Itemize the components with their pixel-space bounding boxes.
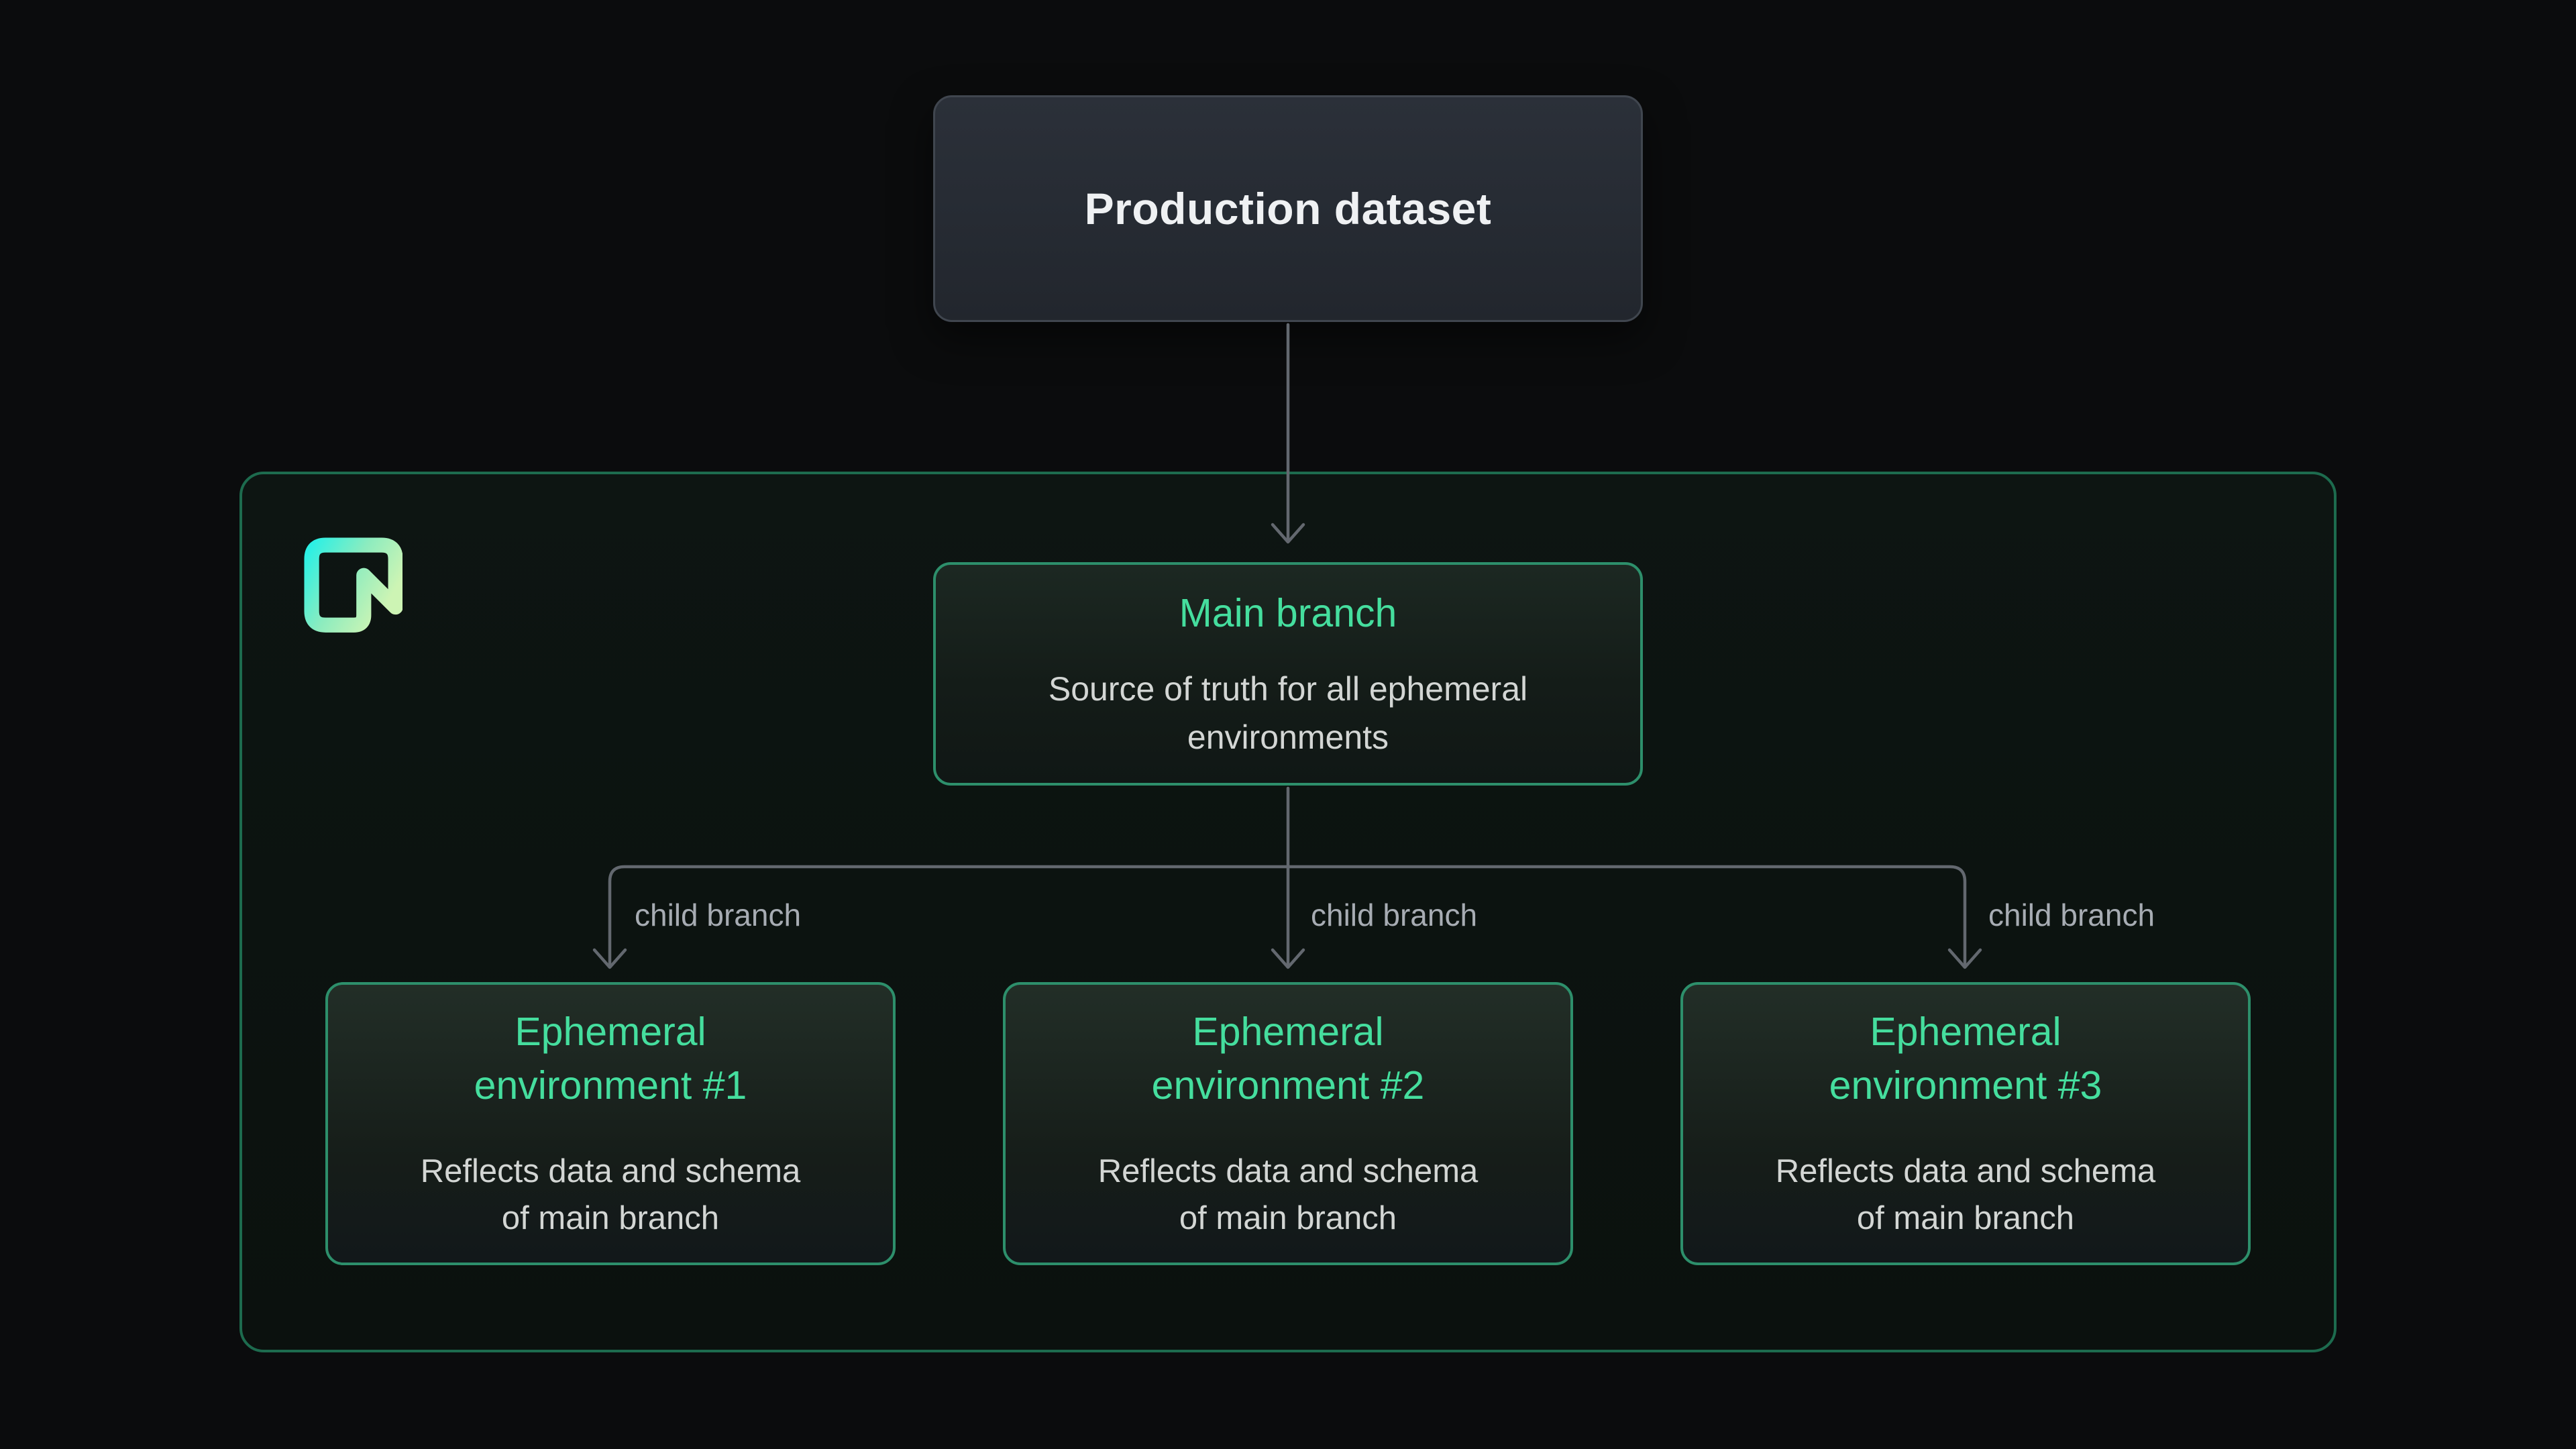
main-branch-box: Main branch Source of truth for all ephe… xyxy=(933,562,1643,786)
child-branch-label-2: child branch xyxy=(1311,898,1478,932)
environment-box-3: Ephemeral environment #3 Reflects data a… xyxy=(1680,982,2251,1265)
environment-box-2: Ephemeral environment #2 Reflects data a… xyxy=(1003,982,1573,1265)
environment-2-title: Ephemeral environment #2 xyxy=(1151,1010,1425,1108)
environment-3-title: Ephemeral environment #3 xyxy=(1829,1010,2102,1108)
child-branch-label-3: child branch xyxy=(1988,898,2155,932)
main-branch-title: Main branch xyxy=(1179,591,1397,636)
production-dataset-box: Production dataset xyxy=(933,95,1643,322)
environment-3-body: Reflects data and schema of main branch xyxy=(1775,1152,2156,1237)
environment-1-body: Reflects data and schema of main branch xyxy=(420,1152,801,1237)
environment-2-body: Reflects data and schema of main branch xyxy=(1097,1152,1479,1237)
child-branch-label-1: child branch xyxy=(635,898,802,932)
main-branch-subtitle: Source of truth for all ephemeral enviro… xyxy=(1048,669,1528,756)
neon-logo-icon xyxy=(304,537,402,633)
environment-1-title: Ephemeral environment #1 xyxy=(474,1010,747,1108)
production-dataset-title: Production dataset xyxy=(1084,184,1492,233)
environment-box-1: Ephemeral environment #1 Reflects data a… xyxy=(325,982,896,1265)
